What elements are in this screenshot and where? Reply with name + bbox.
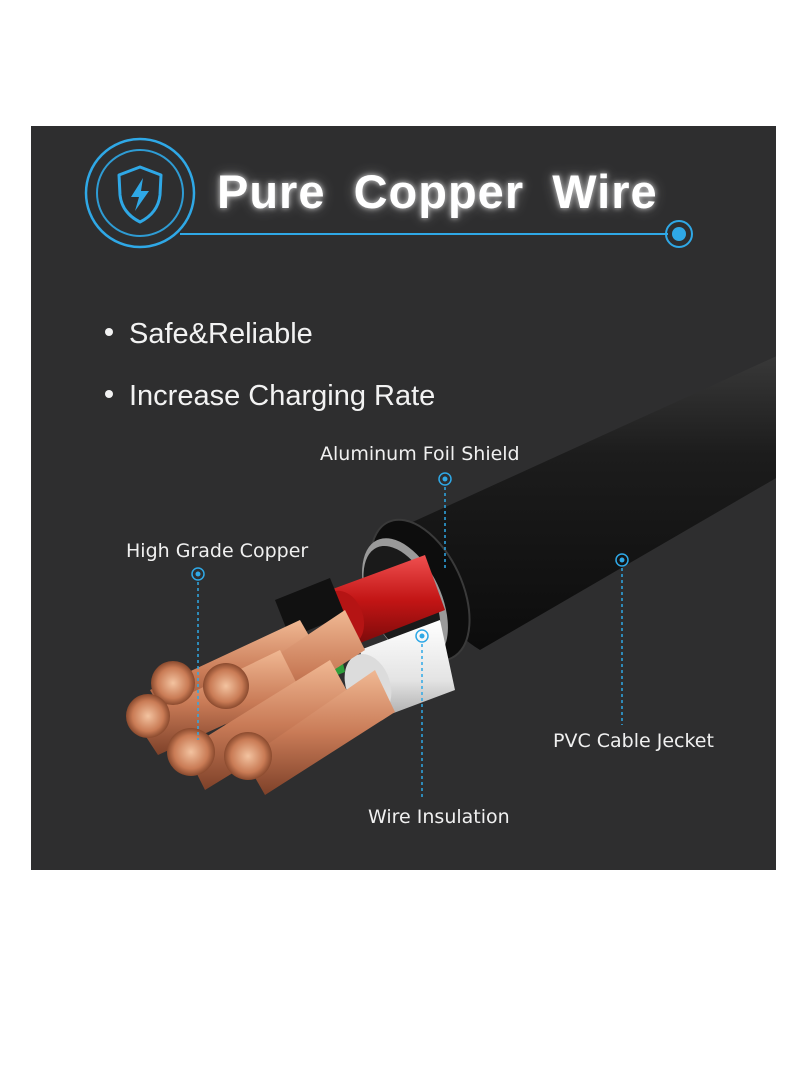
shield-lightning-icon bbox=[84, 137, 196, 249]
feature-text: Increase Charging Rate bbox=[129, 380, 436, 412]
black-wire bbox=[275, 578, 345, 638]
callout-insulation bbox=[415, 629, 429, 800]
callout-copper bbox=[191, 567, 205, 740]
label-pvc-jacket: PVC Cable Jecket bbox=[553, 730, 714, 752]
feature-item: Increase Charging Rate bbox=[105, 380, 435, 413]
bullet-dot bbox=[105, 390, 113, 399]
title-underline bbox=[180, 220, 693, 248]
feature-item: Safe&Reliable bbox=[105, 318, 313, 351]
bullet-dot bbox=[105, 328, 113, 337]
page-title: Pure Copper Wire bbox=[217, 165, 658, 218]
callout-foil bbox=[438, 472, 452, 570]
label-high-grade-copper: High Grade Copper bbox=[126, 540, 309, 562]
label-foil-shield: Aluminum Foil Shield bbox=[320, 443, 520, 465]
copper-strands bbox=[126, 610, 395, 795]
callout-jacket bbox=[615, 553, 629, 725]
feature-text: Safe&Reliable bbox=[129, 318, 313, 350]
label-wire-insulation: Wire Insulation bbox=[368, 806, 510, 828]
